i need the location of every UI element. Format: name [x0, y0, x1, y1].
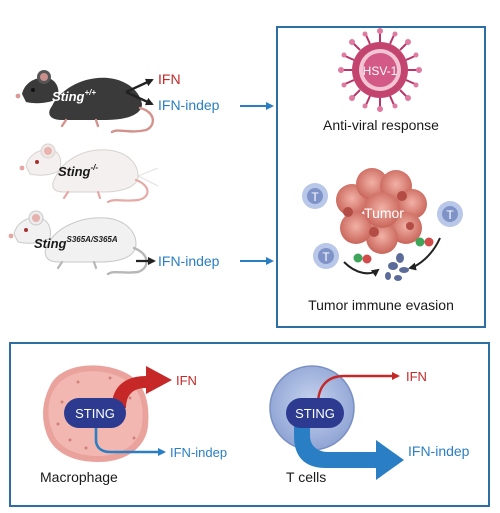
ifn-indep-label: IFN-indep [158, 97, 220, 113]
macrophage-sting-label: STING [75, 406, 115, 421]
tcell-icon [302, 183, 328, 209]
tcell-sting-label: STING [295, 406, 335, 421]
tcell-ifn-label: IFN [406, 369, 427, 384]
ifn-indep-label: IFN-indep [158, 253, 220, 269]
tcell-label: T [311, 190, 319, 204]
tumor-label: Tumor [364, 205, 404, 221]
ifn-arrow [112, 366, 172, 408]
macrophage-caption: Macrophage [40, 469, 118, 485]
tcell-label: T [446, 208, 454, 222]
antiviral-caption: Anti-viral response [323, 117, 439, 133]
mouse-genotype-label: StingS365A/S365A [34, 235, 118, 251]
virus-icon [338, 28, 422, 112]
ifn-label: IFN [158, 71, 181, 87]
macrophage-ifn-indep-label: IFN-indep [170, 445, 227, 460]
ifn-indep-arrow [294, 424, 404, 480]
faint-arrows [137, 167, 159, 187]
mouse-knockout: Sting-/- [19, 143, 149, 204]
mouse-wildtype: Sting+/+ [15, 70, 154, 134]
macrophage-sting-node [64, 398, 126, 428]
tumor-icon [336, 168, 427, 254]
tcell-caption: T cells [286, 469, 326, 485]
immune-evasion-caption: Tumor immune evasion [308, 297, 454, 313]
tcell-sting-node [286, 398, 344, 428]
tcell-label: T [322, 250, 330, 264]
mouse-genotype-label: Sting-/- [58, 163, 98, 179]
mouse-genotype-label: Sting+/+ [52, 88, 96, 104]
branch-arrows [125, 78, 154, 106]
immune-suppression-icon [343, 237, 441, 281]
ifn-indep-arrow [94, 428, 166, 456]
tcell-icon [437, 201, 463, 227]
mouse-knockin: StingS365A/S365A [8, 210, 148, 276]
virus-label: HSV-1 [363, 64, 398, 78]
macrophage-ifn-label: IFN [176, 373, 197, 388]
tcell-ifn-indep-label: IFN-indep [408, 443, 470, 459]
tcell-icon [313, 243, 339, 269]
